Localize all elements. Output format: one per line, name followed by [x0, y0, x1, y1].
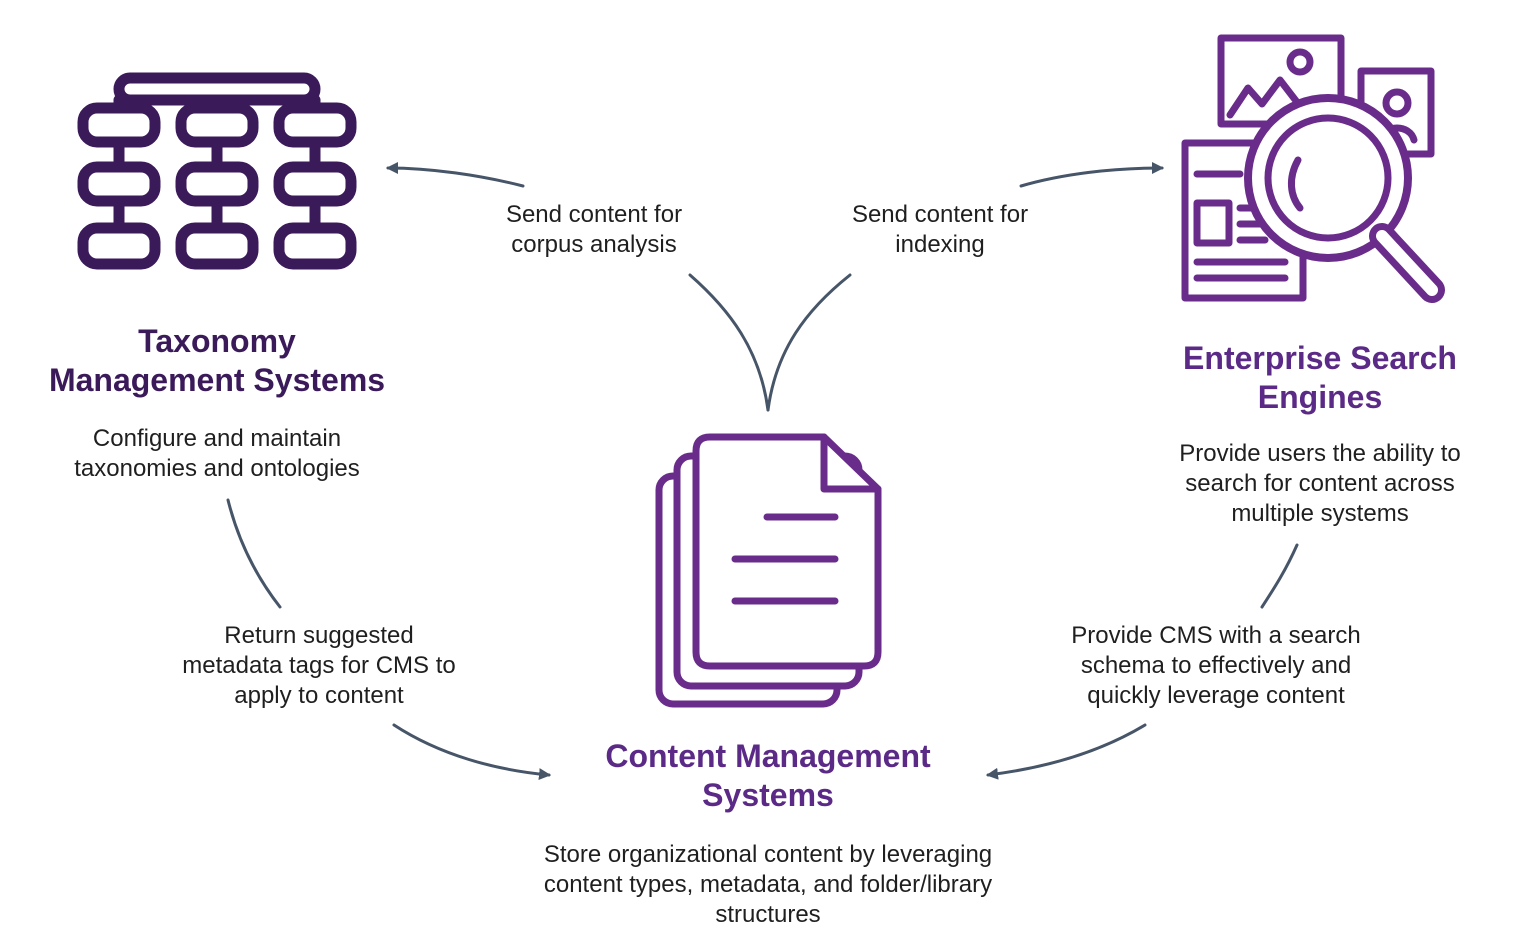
indexing-arrow-lower	[766, 273, 852, 412]
cms-desc-line-1: Store organizational content by leveragi…	[543, 841, 993, 868]
cms-desc-line-3: structures	[715, 901, 821, 928]
taxonomy-title-line-2: Management Systems	[48, 362, 386, 398]
corpus-arrow-upper	[386, 162, 525, 188]
cms-title: Content Management Systems	[518, 737, 1018, 815]
indexing-label-line-1: Send content for	[851, 201, 1029, 228]
cms-title-line-2: Systems	[702, 777, 834, 813]
search-schema-label: Provide CMS with a search schema to effe…	[1036, 621, 1396, 711]
indexing-label-line-2: indexing	[895, 231, 985, 258]
schema-label-line-3: quickly leverage content	[1087, 682, 1345, 709]
search-desc-line-1: Provide users the ability to	[1179, 440, 1461, 467]
corpus-arrow-lower	[688, 273, 770, 412]
indexing-label: Send content for indexing	[790, 200, 1090, 260]
cms-description: Store organizational content by leveragi…	[418, 840, 1118, 930]
metadata-arrow-lower	[392, 723, 551, 781]
cms-desc-line-2: content types, metadata, and folder/libr…	[543, 871, 993, 898]
search-desc-line-2: search for content across	[1185, 470, 1455, 497]
metadata-label-line-1: Return suggested	[224, 622, 414, 649]
search-desc-line-3: multiple systems	[1231, 500, 1409, 527]
search-title-line-2: Engines	[1257, 379, 1383, 415]
metadata-arrow-upper	[226, 498, 282, 609]
schema-label-line-1: Provide CMS with a search	[1071, 622, 1361, 649]
corpus-label-line-1: Send content for	[505, 201, 683, 228]
search-title: Enterprise Search Engines	[1120, 339, 1520, 417]
search-description: Provide users the ability to search for …	[1120, 439, 1520, 529]
taxonomy-desc-line-1: Configure and maintain	[92, 425, 342, 452]
corpus-label-line-2: corpus analysis	[511, 231, 677, 258]
taxonomy-title: Taxonomy Management Systems	[0, 322, 434, 400]
indexing-arrow-upper	[1019, 162, 1164, 188]
taxonomy-title-line-1: Taxonomy	[138, 323, 296, 359]
metadata-label-line-2: metadata tags for CMS to	[182, 652, 456, 679]
metadata-label-line-3: apply to content	[234, 682, 404, 709]
search-title-line-1: Enterprise Search	[1183, 340, 1457, 376]
schema-arrow-lower	[986, 723, 1147, 780]
taxonomy-desc-line-2: taxonomies and ontologies	[74, 455, 360, 482]
cms-title-line-1: Content Management	[605, 738, 931, 774]
schema-arrow-upper	[1260, 543, 1299, 609]
metadata-tags-label: Return suggested metadata tags for CMS t…	[139, 621, 499, 711]
taxonomy-description: Configure and maintain taxonomies and on…	[0, 424, 434, 484]
corpus-analysis-label: Send content for corpus analysis	[444, 200, 744, 260]
schema-label-line-2: schema to effectively and	[1080, 652, 1352, 679]
